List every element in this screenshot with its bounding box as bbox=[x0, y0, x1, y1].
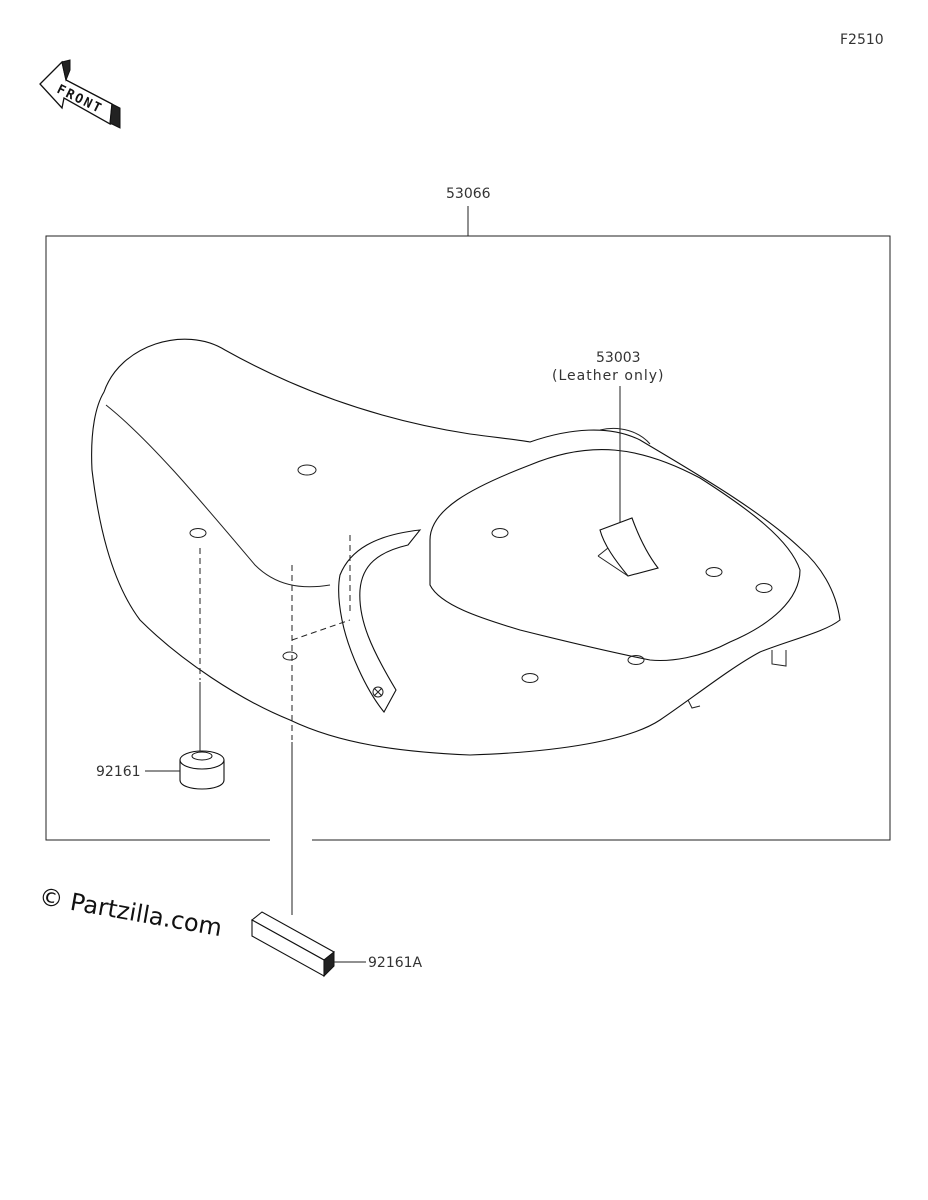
assembly-frame bbox=[45, 235, 891, 841]
damper-part bbox=[179, 750, 225, 790]
part-label-92161a: 92161A bbox=[368, 955, 423, 971]
cover-patch bbox=[597, 517, 659, 577]
part-note-53003: (Leather only) bbox=[552, 368, 664, 384]
part-label-53066: 53066 bbox=[446, 186, 491, 202]
pad-part bbox=[251, 911, 335, 978]
seat-drawing bbox=[91, 338, 841, 756]
part-label-53003: 53003 bbox=[596, 350, 641, 366]
front-arrow-icon: FRONT bbox=[39, 59, 121, 129]
watermark: © Partzilla.com bbox=[37, 882, 224, 942]
part-label-92161: 92161 bbox=[96, 764, 141, 780]
figure-code: F2510 bbox=[840, 32, 884, 48]
